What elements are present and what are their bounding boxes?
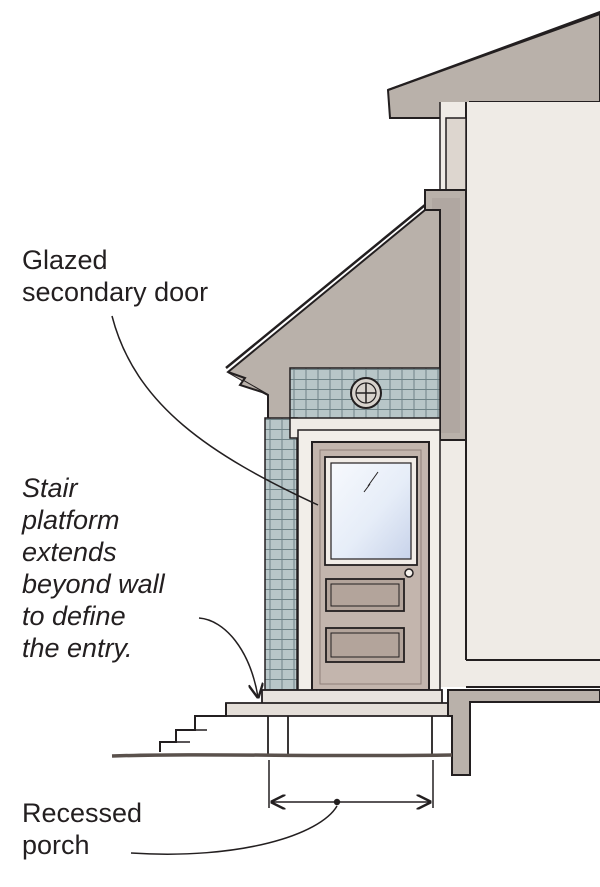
glazed-door-label: Glazed secondary door xyxy=(22,244,208,308)
recessed-porch-label-line: Recessed xyxy=(22,798,143,828)
porch-dimension xyxy=(268,760,434,808)
stair-platform-label-line: to define xyxy=(22,601,126,631)
steps xyxy=(159,703,268,752)
foundation xyxy=(447,689,600,776)
stair-platform-label-line: platform xyxy=(22,505,120,535)
glazed-door-label-line: secondary door xyxy=(22,277,209,307)
door-glass xyxy=(324,456,418,566)
recessed-porch-label: Recessed porch xyxy=(22,797,142,861)
recessed-porch-label-line: porch xyxy=(22,830,90,860)
stair-platform-label-line: the entry. xyxy=(22,633,133,663)
glazed-door xyxy=(311,441,430,691)
door-knob-icon xyxy=(404,568,414,578)
stair-platform-label-line: extends xyxy=(22,537,117,567)
stair-platform xyxy=(225,689,449,755)
ground-line xyxy=(111,753,453,758)
round-attic-vent-icon xyxy=(350,377,382,409)
stair-platform-label: Stair platform extends beyond wall to de… xyxy=(22,472,165,664)
glazed-door-label-line: Glazed xyxy=(22,245,108,275)
leader-lines xyxy=(111,315,338,855)
stair-platform-label-line: beyond wall xyxy=(22,569,165,599)
stair-platform-label-line: Stair xyxy=(22,473,78,503)
